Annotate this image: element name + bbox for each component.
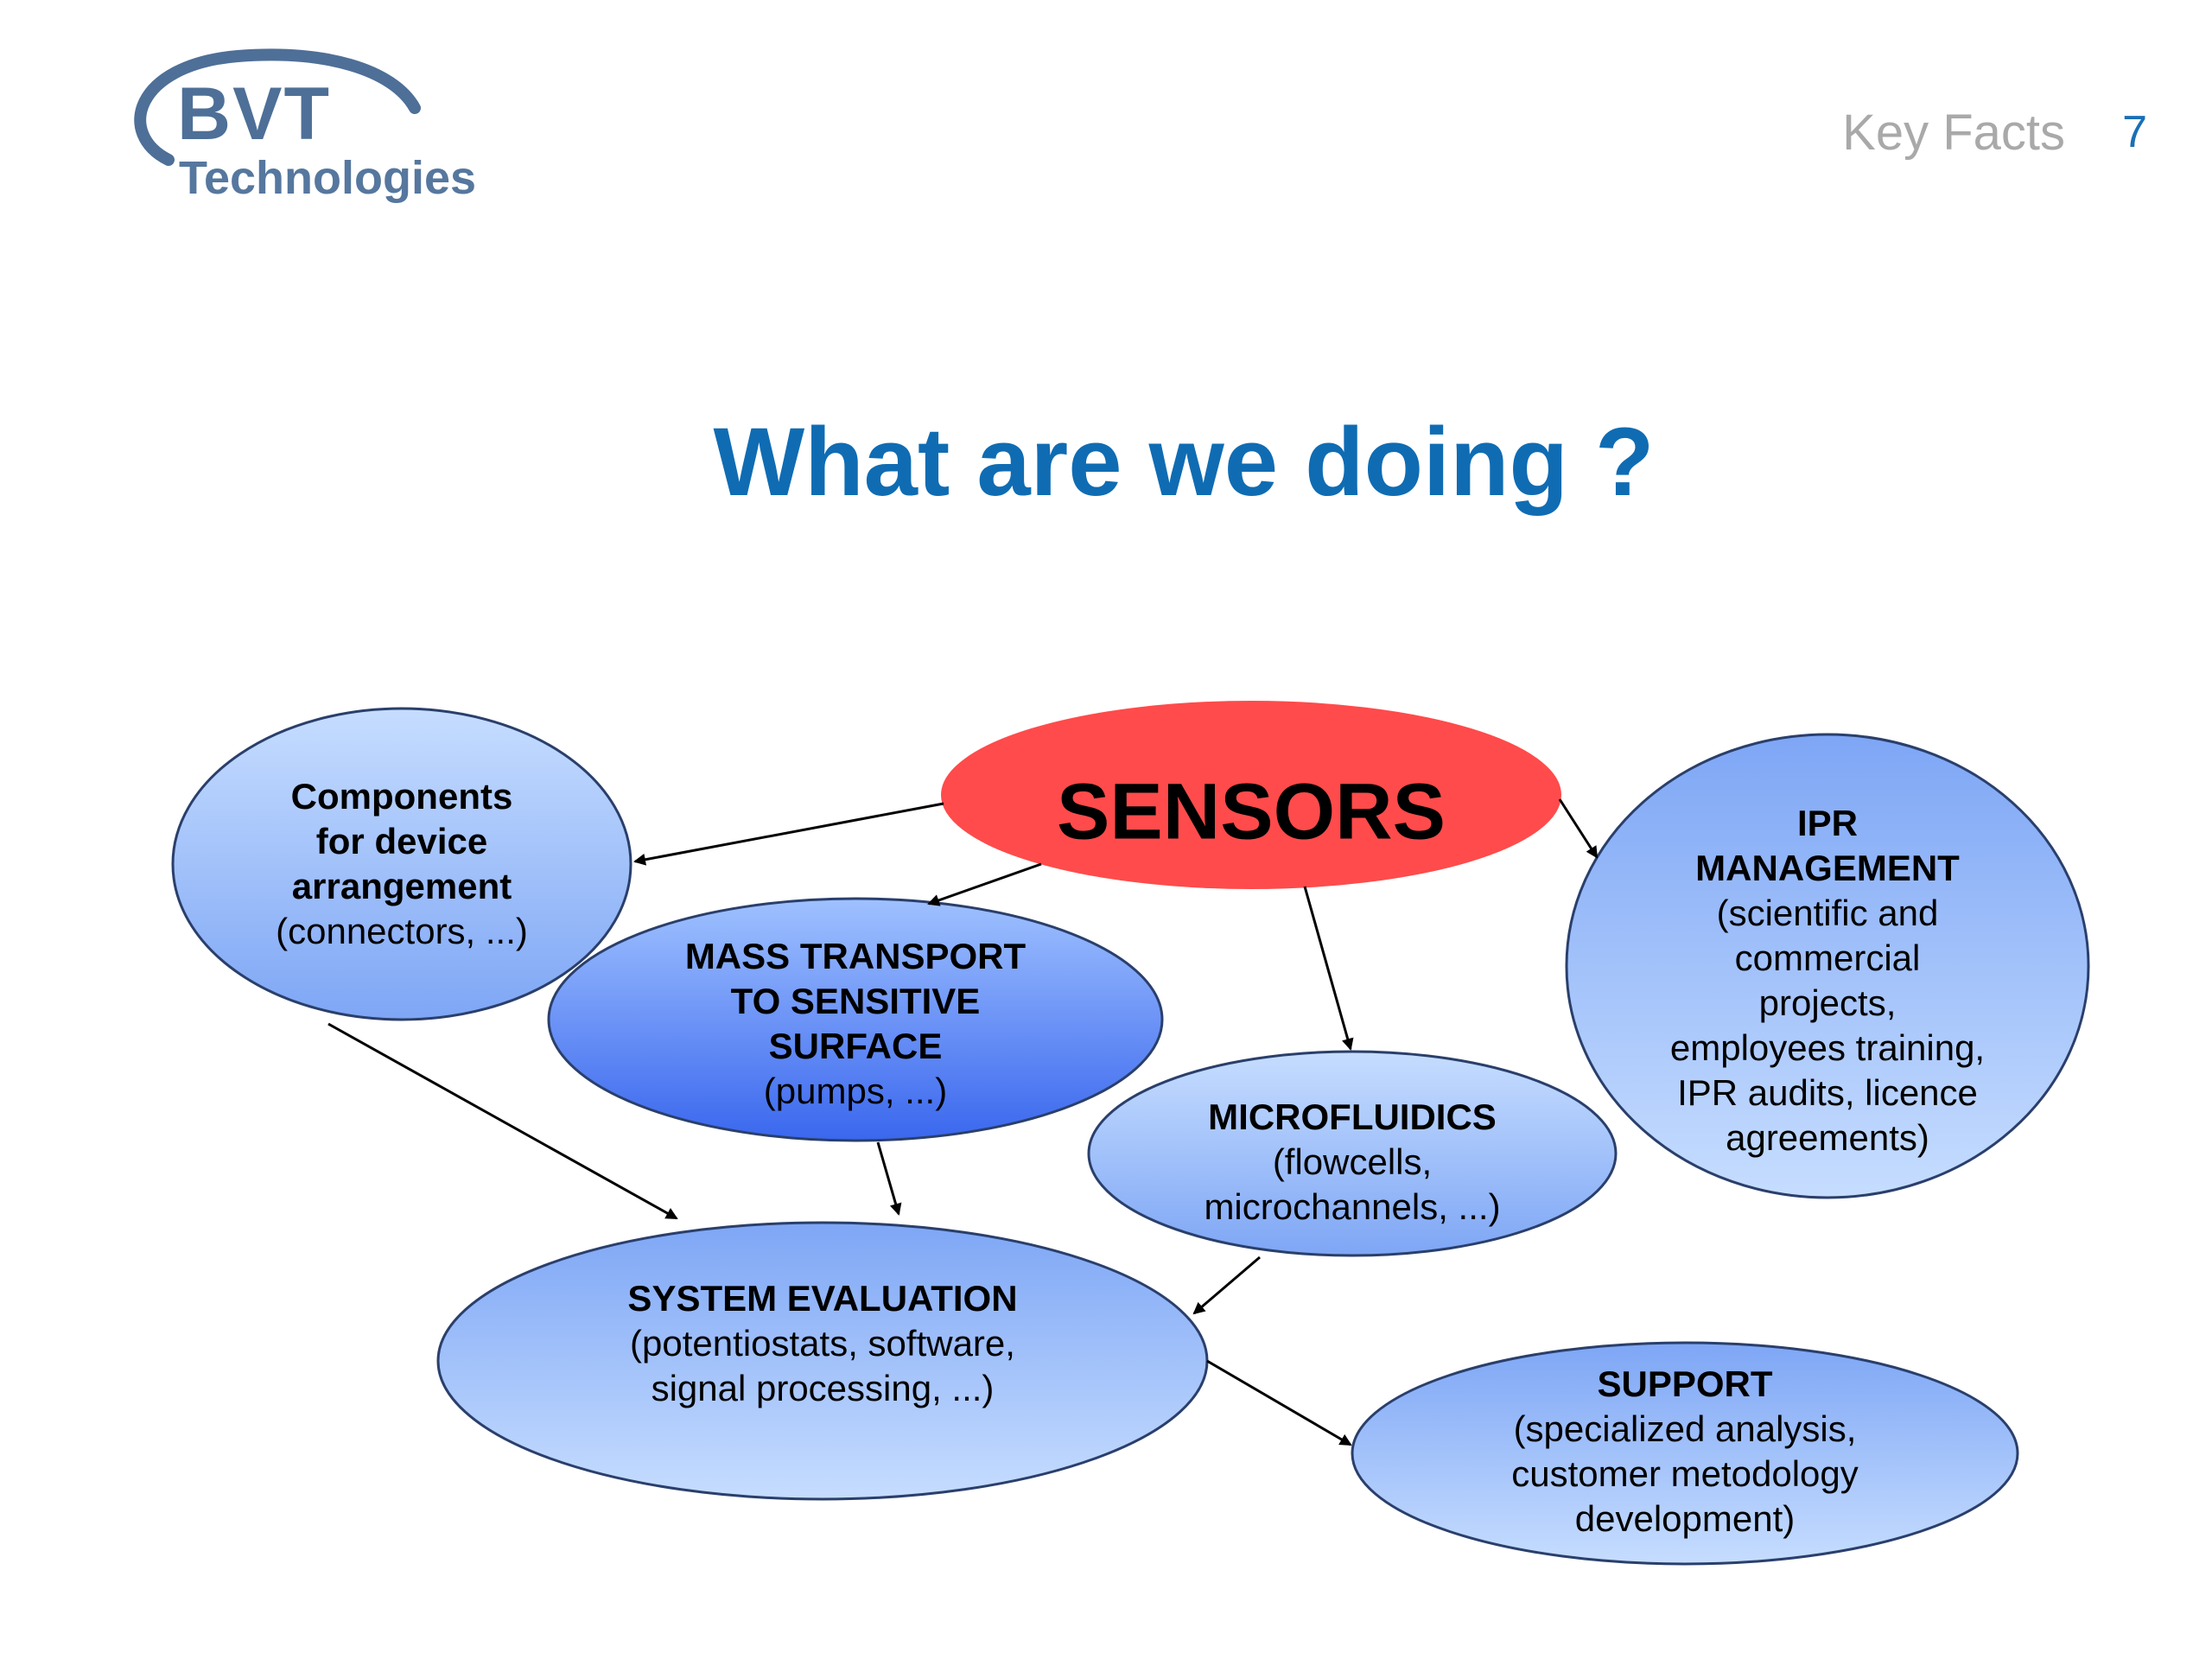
node-ipr-ellipse bbox=[1565, 733, 2090, 1199]
page-number: 7 bbox=[2122, 107, 2147, 157]
node-ipr-text: IPR MANAGEMENT (scientific and commercia… bbox=[1670, 801, 1985, 1160]
arrow-sensors-to-microfluidics bbox=[1303, 886, 1354, 1051]
logo-text-technologies: Technologies bbox=[179, 152, 477, 204]
node-desc-line: agreements) bbox=[1726, 1117, 1929, 1158]
node-title-line: TO SENSITIVE bbox=[730, 981, 981, 1021]
node-desc-line: employees training, bbox=[1669, 1027, 1986, 1068]
arrow-sensors-to-mass-transport bbox=[927, 862, 1042, 906]
node-title-line: SURFACE bbox=[768, 1026, 943, 1066]
arrow-sensors-to-ipr bbox=[1558, 798, 1599, 859]
node-title-line: Components bbox=[290, 776, 513, 817]
arrow-mass-transport-to-system-evaluation bbox=[876, 1141, 902, 1216]
node-desc-line: (pumps, ...) bbox=[763, 1071, 948, 1111]
node-desc-line: (potentiostats, software, bbox=[630, 1323, 1015, 1363]
node-desc-line: development) bbox=[1574, 1498, 1796, 1539]
sensors-label: SENSORS bbox=[1057, 767, 1446, 856]
node-support-text: SUPPORT (specialized analysis, customer … bbox=[1511, 1362, 1859, 1541]
node-mass-transport-text: MASS TRANSPORT TO SENSITIVE SURFACE (pum… bbox=[685, 934, 1026, 1114]
node-sensors-ellipse bbox=[941, 701, 1561, 889]
node-desc-line: (connectors, ...) bbox=[276, 911, 528, 951]
node-title-line: arrangement bbox=[291, 866, 512, 906]
node-title-line: SYSTEM EVALUATION bbox=[627, 1278, 1018, 1319]
node-microfluidics-ellipse bbox=[1087, 1050, 1618, 1257]
node-components-text: Components for device arrangement (conne… bbox=[276, 774, 528, 954]
node-components-ellipse bbox=[171, 707, 632, 1021]
node-desc-line: microchannels, ...) bbox=[1204, 1186, 1501, 1227]
node-title-line: MASS TRANSPORT bbox=[684, 936, 1027, 976]
logo-swoosh-icon bbox=[134, 48, 421, 166]
node-system-evaluation-text: SYSTEM EVALUATION (potentiostats, softwa… bbox=[627, 1276, 1017, 1411]
logo-text-bvt: BVT bbox=[177, 73, 331, 156]
node-desc-line: projects, bbox=[1758, 982, 1897, 1023]
node-desc-line: IPR audits, licence bbox=[1677, 1072, 1978, 1113]
arrow-system-evaluation-to-support bbox=[1206, 1359, 1352, 1446]
node-desc-line: (scientific and bbox=[1716, 893, 1939, 933]
node-desc-line: (specialized analysis, bbox=[1513, 1408, 1857, 1449]
node-desc-line: (flowcells, bbox=[1272, 1141, 1433, 1182]
arrow-microfluidics-to-system-evaluation bbox=[1192, 1255, 1261, 1315]
slide-title: What are we doing ? bbox=[713, 408, 1655, 516]
arrow-sensors-to-components bbox=[633, 802, 944, 866]
node-title-line: for device bbox=[315, 821, 488, 861]
node-title-line: SUPPORT bbox=[1597, 1363, 1773, 1404]
node-desc-line: commercial bbox=[1734, 938, 1921, 978]
company-logo: BVT Technologies bbox=[117, 48, 514, 220]
node-title-line: IPR bbox=[1796, 803, 1859, 843]
node-mass-transport-ellipse bbox=[547, 897, 1164, 1142]
node-title-line: MANAGEMENT bbox=[1695, 848, 1960, 888]
node-microfluidics-text: MICROFLUIDICS (flowcells, microchannels,… bbox=[1204, 1095, 1500, 1230]
node-support-ellipse bbox=[1351, 1341, 2019, 1566]
node-title-line: MICROFLUIDICS bbox=[1208, 1096, 1497, 1137]
node-desc-line: signal processing, ...) bbox=[651, 1368, 995, 1408]
node-desc-line: customer metodology bbox=[1511, 1453, 1859, 1494]
section-label: Key Facts bbox=[1842, 105, 2065, 161]
arrow-components-to-system-evaluation bbox=[327, 1022, 678, 1220]
